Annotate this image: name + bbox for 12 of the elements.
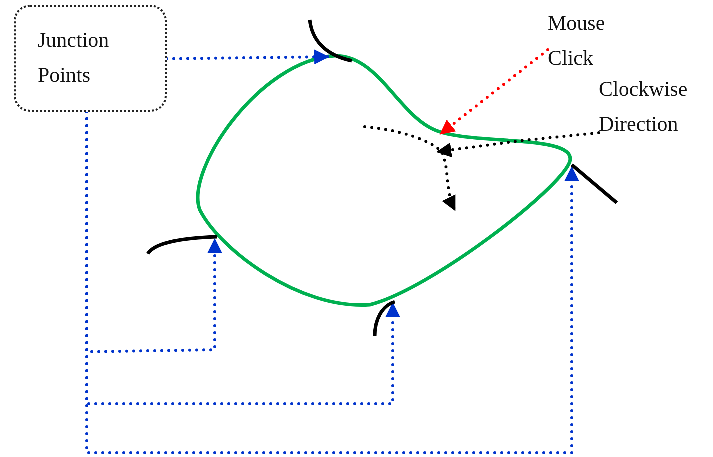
junction-curve xyxy=(147,236,218,255)
junction-curve xyxy=(570,163,619,205)
rounded-box xyxy=(14,5,167,112)
dotted-arrow xyxy=(86,110,580,454)
label-text: Clockwise Direction xyxy=(599,76,689,138)
junction-curve xyxy=(309,19,353,63)
label-text: Junction Points xyxy=(38,27,110,89)
dotted-arrow xyxy=(166,50,330,65)
dotted-arrow xyxy=(440,48,550,136)
junction-curve xyxy=(373,300,397,337)
label-text: Mouse Click xyxy=(548,10,606,72)
dotted-arrow xyxy=(436,132,600,158)
